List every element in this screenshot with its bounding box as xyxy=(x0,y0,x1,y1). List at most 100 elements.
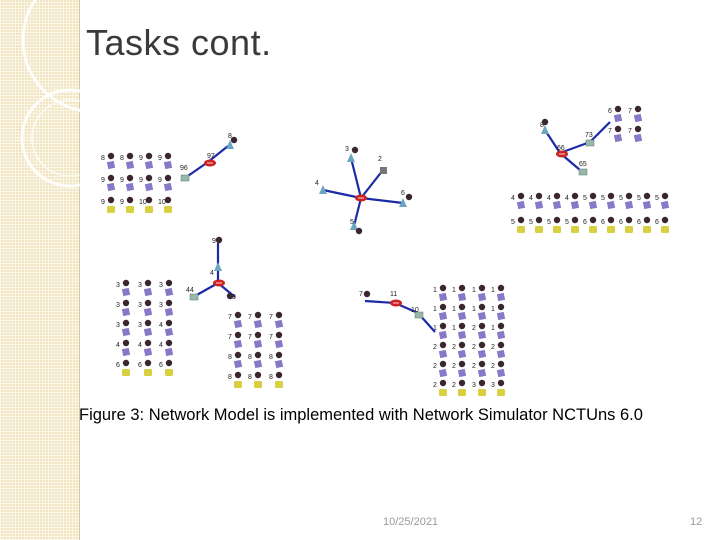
access-point-node xyxy=(350,221,358,230)
node-label: 3 xyxy=(138,282,142,289)
node-dot xyxy=(661,216,669,224)
node-label: 2 xyxy=(452,382,456,389)
host-node xyxy=(438,292,448,302)
link-line xyxy=(352,197,363,227)
node-label: 3 xyxy=(138,302,142,309)
node-label: 3 xyxy=(138,322,142,329)
host-node xyxy=(163,182,173,192)
host-node xyxy=(143,307,153,317)
host-node xyxy=(233,339,243,349)
node-dot xyxy=(275,311,283,319)
node-label: 3 xyxy=(116,322,120,329)
node-label: 2 xyxy=(452,344,456,351)
node-dot xyxy=(107,152,115,160)
node-dot xyxy=(553,192,561,200)
node-dot xyxy=(254,371,262,379)
base-station-node xyxy=(144,369,152,376)
host-node xyxy=(477,330,487,340)
host-node xyxy=(438,311,448,321)
host-node xyxy=(143,287,153,297)
node-label: 6 xyxy=(608,108,612,115)
node-dot xyxy=(107,174,115,182)
node-dot xyxy=(215,236,223,244)
host-node xyxy=(606,200,616,210)
node-label: 1 xyxy=(491,325,495,332)
host-node xyxy=(164,307,174,317)
node-label: 65 xyxy=(579,161,587,168)
node-dot xyxy=(230,136,238,144)
node-dot xyxy=(144,319,152,327)
node-label: 6 xyxy=(138,362,142,369)
node-label: 9 xyxy=(101,199,105,206)
host-node xyxy=(457,368,467,378)
host-node xyxy=(642,200,652,210)
node-label: 8 xyxy=(248,354,252,361)
node-label: 6 xyxy=(583,219,587,226)
link-line xyxy=(360,169,384,199)
link-line xyxy=(194,282,219,297)
host-node xyxy=(588,200,598,210)
node-label: 1 xyxy=(472,287,476,294)
access-point-node xyxy=(347,153,355,162)
node-label: 5 xyxy=(655,195,659,202)
base-station-node xyxy=(458,389,466,396)
node-label: 1 xyxy=(491,287,495,294)
node-label: 9 xyxy=(101,177,105,184)
host-node xyxy=(457,311,467,321)
node-dot xyxy=(458,284,466,292)
node-label: 8 xyxy=(120,155,124,162)
base-station-node xyxy=(126,206,134,213)
node-dot xyxy=(634,105,642,113)
host-node xyxy=(438,330,448,340)
sidebar-texture xyxy=(0,0,80,540)
host-node xyxy=(477,349,487,359)
host-node xyxy=(552,200,562,210)
access-point-node xyxy=(541,125,549,134)
switch-node xyxy=(189,293,199,301)
node-dot xyxy=(165,299,173,307)
host-node xyxy=(164,287,174,297)
host-node xyxy=(477,311,487,321)
node-dot xyxy=(535,192,543,200)
base-station-node xyxy=(643,226,651,233)
node-label: 2 xyxy=(491,344,495,351)
node-label: 3 xyxy=(116,282,120,289)
link-line xyxy=(207,145,229,163)
host-node xyxy=(274,319,284,329)
host-node xyxy=(143,327,153,337)
node-label: 8 xyxy=(228,133,232,140)
node-dot xyxy=(478,322,486,330)
node-label: 3 xyxy=(491,382,495,389)
node-dot xyxy=(458,360,466,368)
switch-node xyxy=(180,174,190,182)
node-dot xyxy=(607,192,615,200)
node-dot xyxy=(144,339,152,347)
node-label: 5 xyxy=(601,195,605,202)
node-dot xyxy=(165,319,173,327)
base-station-node xyxy=(478,389,486,396)
node-label: 10 xyxy=(139,199,147,206)
figure-caption: Figure 3: Network Model is implemented w… xyxy=(79,406,643,424)
host-node xyxy=(164,327,174,337)
node-dot xyxy=(275,371,283,379)
node-label: 2 xyxy=(472,363,476,370)
node-label: 8 xyxy=(248,374,252,381)
node-label: 7 xyxy=(269,314,273,321)
host-node xyxy=(457,330,467,340)
host-node xyxy=(633,113,643,123)
host-node xyxy=(274,339,284,349)
node-dot xyxy=(643,216,651,224)
link-line xyxy=(349,157,363,199)
base-station-node xyxy=(661,226,669,233)
node-label: 7 xyxy=(228,334,232,341)
node-dot xyxy=(122,359,130,367)
node-dot xyxy=(497,379,505,387)
node-dot xyxy=(165,359,173,367)
node-dot xyxy=(122,299,130,307)
base-station-node xyxy=(107,206,115,213)
access-point-node xyxy=(226,140,234,149)
node-label: 4 xyxy=(547,195,551,202)
host-node xyxy=(438,349,448,359)
node-dot xyxy=(126,152,134,160)
node-label: 4 xyxy=(565,195,569,202)
